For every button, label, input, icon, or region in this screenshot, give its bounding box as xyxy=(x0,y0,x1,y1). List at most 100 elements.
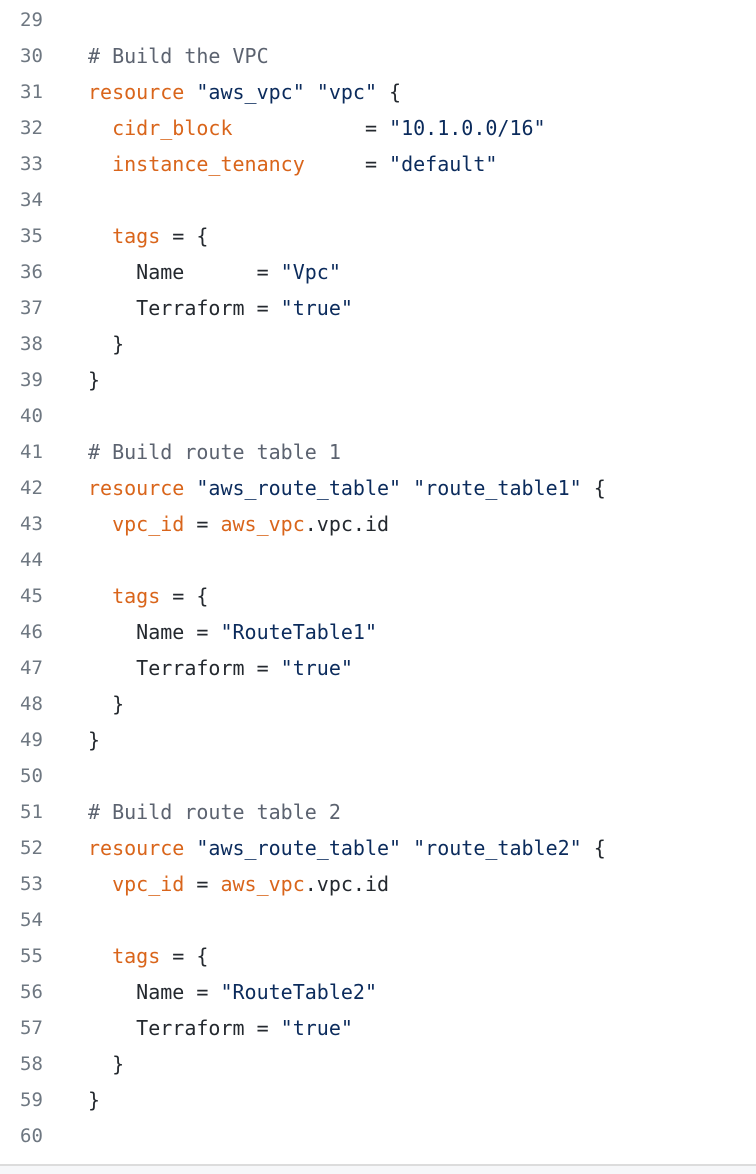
code-text xyxy=(305,80,317,104)
bottom-divider xyxy=(0,1166,756,1174)
line-number: 48 xyxy=(20,693,43,715)
code-text: } xyxy=(88,1088,101,1112)
code-line: 38 } xyxy=(0,326,756,362)
code-line: 58 } xyxy=(0,1046,756,1082)
code-text: Terraform = xyxy=(88,296,281,320)
code-text: Terraform = xyxy=(88,1016,281,1040)
line-number: 51 xyxy=(20,801,43,823)
line-number: 58 xyxy=(20,1053,43,1075)
line-number: 46 xyxy=(20,621,43,643)
code-comment: # Build route table 2 xyxy=(88,800,341,824)
code-text: } xyxy=(88,728,101,752)
code-string: "route_table2" xyxy=(413,836,582,860)
line-code: tags = { xyxy=(88,578,208,614)
code-keyword: resource xyxy=(88,836,185,860)
code-line: 44 xyxy=(0,542,756,578)
code-line: 45 tags = { xyxy=(0,578,756,614)
code-line: 49} xyxy=(0,722,756,758)
code-attribute: tags xyxy=(112,584,161,608)
code-line: 60 xyxy=(0,1118,756,1154)
line-number: 32 xyxy=(20,117,43,139)
code-line: 29 xyxy=(0,2,756,38)
line-code: } xyxy=(88,326,124,362)
code-string: "true" xyxy=(280,656,353,680)
code-string: "true" xyxy=(280,296,353,320)
code-comment: # Build route table 1 xyxy=(88,440,341,464)
line-code: # Build the VPC xyxy=(88,38,269,74)
code-line: 43 vpc_id = aws_vpc.vpc.id xyxy=(0,506,756,542)
code-line: 48 } xyxy=(0,686,756,722)
line-code: Terraform = "true" xyxy=(88,650,353,686)
code-line: 40 xyxy=(0,398,756,434)
code-text xyxy=(88,944,112,968)
code-string: "aws_route_table" xyxy=(196,476,402,500)
code-text: } xyxy=(88,692,125,716)
code-line: 47 Terraform = "true" xyxy=(0,650,756,686)
line-number: 33 xyxy=(20,153,43,175)
code-text: { xyxy=(377,80,402,104)
code-reference: aws_vpc xyxy=(220,872,305,896)
code-line: 35 tags = { xyxy=(0,218,756,254)
code-text xyxy=(88,152,112,176)
line-code: } xyxy=(88,1046,124,1082)
code-text: .vpc.id xyxy=(304,872,390,896)
code-text: = { xyxy=(160,584,209,608)
code-attribute: cidr_block xyxy=(112,116,233,140)
code-text xyxy=(184,80,196,104)
code-text: Name = xyxy=(88,260,281,284)
code-line: 50 xyxy=(0,758,756,794)
line-number: 57 xyxy=(20,1017,43,1039)
code-text xyxy=(184,476,196,500)
code-line: 54 xyxy=(0,902,756,938)
code-line: 32 cidr_block = "10.1.0.0/16" xyxy=(0,110,756,146)
code-attribute: vpc_id xyxy=(112,872,185,896)
line-code: cidr_block = "10.1.0.0/16" xyxy=(88,110,546,146)
code-line: 55 tags = { xyxy=(0,938,756,974)
line-code: Name = "Vpc" xyxy=(88,254,341,290)
code-line: 52 resource "aws_route_table" "route_tabl… xyxy=(0,830,756,866)
line-number: 41 xyxy=(20,441,43,463)
line-number: 44 xyxy=(20,549,43,571)
code-text xyxy=(88,872,112,896)
code-attribute: tags xyxy=(112,944,161,968)
line-code: } xyxy=(88,1082,100,1118)
line-number: 52 xyxy=(20,837,43,859)
code-line: 56 Name = "RouteTable2" xyxy=(0,974,756,1010)
code-text: = xyxy=(304,152,390,176)
code-string: "Vpc" xyxy=(280,260,341,284)
code-attribute: instance_tenancy xyxy=(112,152,305,176)
line-number: 34 xyxy=(20,189,43,211)
line-number: 38 xyxy=(20,333,43,355)
code-string: "route_table1" xyxy=(413,476,582,500)
code-text: = { xyxy=(160,944,209,968)
line-code: resource "aws_route_table" "route_table2… xyxy=(88,830,606,866)
code-text: } xyxy=(88,1052,125,1076)
line-number: 29 xyxy=(20,9,43,31)
code-string: "RouteTable1" xyxy=(220,620,377,644)
line-number: 31 xyxy=(20,81,43,103)
code-text: { xyxy=(581,476,606,500)
line-code: Terraform = "true" xyxy=(88,1010,353,1046)
code-line: 34 xyxy=(0,182,756,218)
code-text: = xyxy=(184,512,221,536)
code-line: 36 Name = "Vpc" xyxy=(0,254,756,290)
line-code: instance_tenancy = "default" xyxy=(88,146,497,182)
line-number: 50 xyxy=(20,765,43,787)
code-line: 51 # Build route table 2 xyxy=(0,794,756,830)
code-text: } xyxy=(88,368,101,392)
code-text: = xyxy=(184,872,221,896)
line-number: 59 xyxy=(20,1089,43,1111)
code-string: "10.1.0.0/16" xyxy=(389,116,546,140)
code-text xyxy=(401,476,413,500)
code-text xyxy=(401,836,413,860)
line-code: resource "aws_route_table" "route_table1… xyxy=(88,470,606,506)
line-number: 53 xyxy=(20,873,43,895)
line-number: 43 xyxy=(20,513,43,535)
line-number: 36 xyxy=(20,261,43,283)
code-text: .vpc.id xyxy=(304,512,390,536)
code-line: 30# Build the VPC xyxy=(0,38,756,74)
